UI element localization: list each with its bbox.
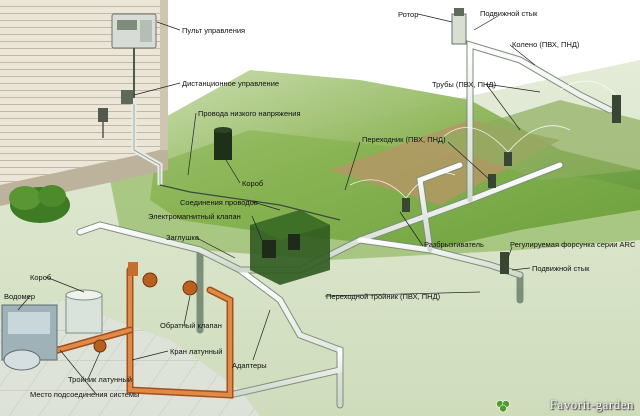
label-system-connection: Место подсоединения системы <box>30 390 140 399</box>
spray-heads <box>402 95 621 274</box>
lawn-foreground <box>110 130 640 260</box>
label-remote: Дистанционное управление <box>182 79 280 88</box>
clover-logo-icon <box>496 400 510 413</box>
label-brass-tee: Тройник латунный <box>68 375 132 384</box>
label-box-upper: Короб <box>242 179 264 188</box>
lawn-far <box>430 100 640 180</box>
label-adapters: Адаптеры <box>232 361 267 370</box>
label-water-meter: Водомер <box>4 292 36 301</box>
leader-lines <box>17 13 541 395</box>
shrub <box>9 185 70 223</box>
label-swing-joint-bottom: Подвижной стык <box>532 264 590 273</box>
meter-box <box>65 289 103 334</box>
brass-valves <box>93 262 198 353</box>
label-pipes: Трубы (ПВХ, ПНД) <box>432 80 496 89</box>
remote-receiver <box>98 90 133 138</box>
label-adapter-right: Переходник (ПВХ, ПНД) <box>362 135 446 144</box>
label-elbow: Колено (ПВХ, ПНД) <box>512 40 580 49</box>
watermark: Favorit-garden <box>549 397 634 412</box>
wire-box <box>214 127 232 160</box>
label-rotor: Ротор <box>398 10 419 19</box>
label-box-left: Короб <box>30 273 52 282</box>
controller-box <box>111 13 157 98</box>
house-corner <box>160 0 168 150</box>
spray-arcs <box>349 80 617 199</box>
label-sprinkler: Разбрызгиватель <box>424 240 484 249</box>
label-wire-connection: Соединения проводов <box>180 198 258 207</box>
label-transition-tee: Переходной тройник (ПВХ, ПНД) <box>326 292 441 301</box>
label-brass-valve: Кран латунный <box>170 347 223 356</box>
rotor-sprinkler <box>451 8 467 45</box>
label-solenoid: Электромагнитный клапан <box>148 212 241 221</box>
valve-box <box>250 210 330 285</box>
label-plug: Заглушка <box>166 233 200 242</box>
label-swing-joint-top: Подвижной стык <box>480 9 538 18</box>
water-meter <box>1 304 58 371</box>
label-controller: Пульт управления <box>182 26 246 35</box>
label-check-valve: Обратный клапан <box>160 321 222 330</box>
label-low-voltage: Провода низкого напряжения <box>198 109 301 118</box>
label-arc-nozzle: Регулируемая форсунка серии ARC <box>510 240 636 249</box>
low-voltage-wire <box>159 184 341 221</box>
